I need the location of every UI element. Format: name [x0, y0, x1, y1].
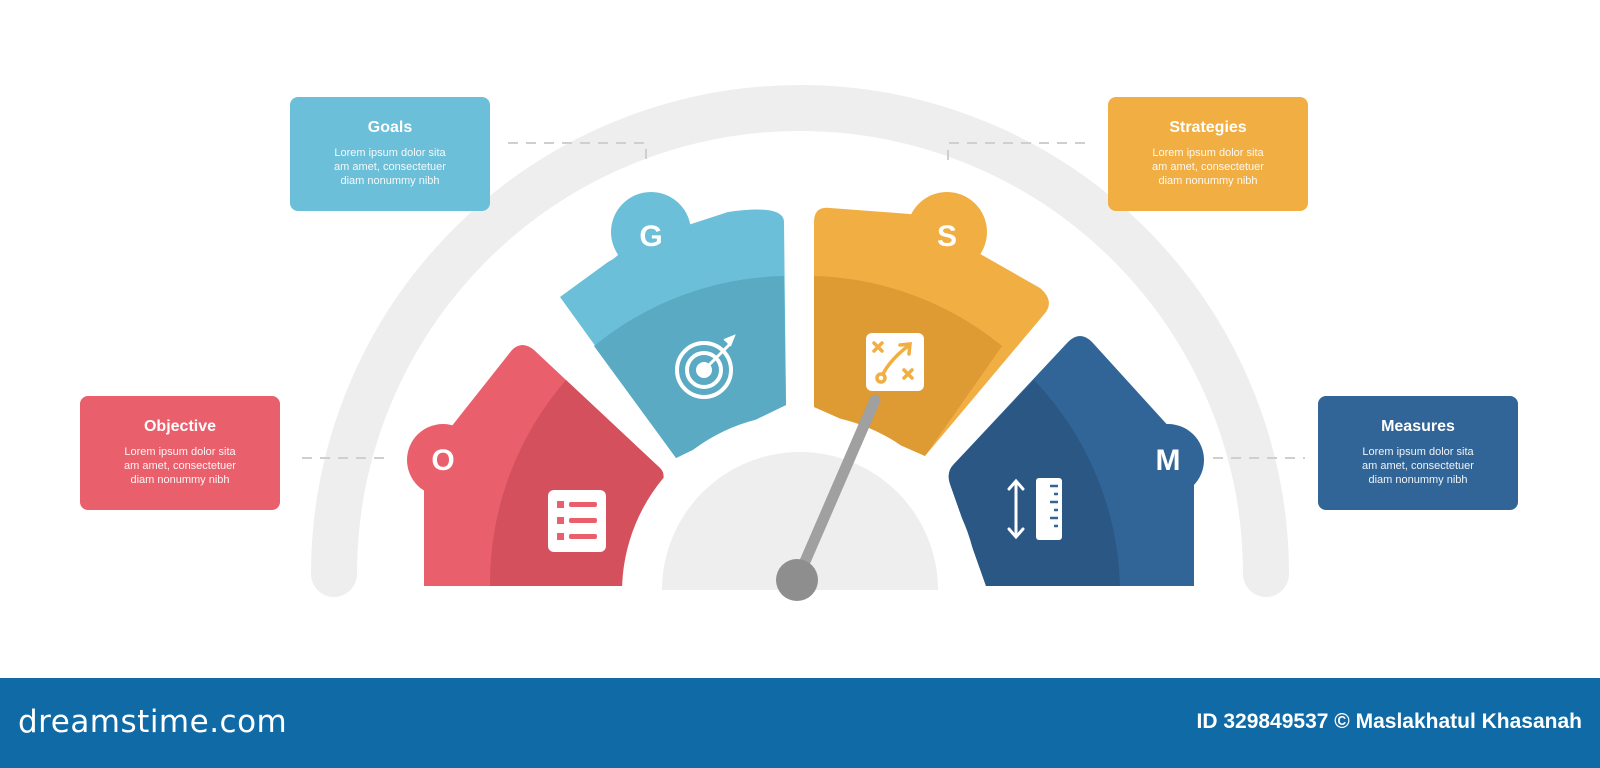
footer-bar: dreamstime.com ID 329849537 © Maslakhatu… — [0, 678, 1600, 768]
ogsm-gauge-diagram: O G S M — [80, 85, 1518, 601]
gauge-outer-arc — [311, 85, 1289, 597]
letter-goals: G — [639, 220, 662, 253]
measures-card-title: Measures — [1381, 418, 1455, 435]
segment-objective-inner-band — [489, 380, 664, 586]
objective-card-body: Lorem ipsum dolor sita am amet, consecte… — [124, 446, 236, 486]
strategies-card-body: Lorem ipsum dolor sita am amet, consecte… — [1152, 147, 1264, 187]
segment-goals-badge — [611, 192, 691, 272]
measures-card: Measures Lorem ipsum dolor sita am amet,… — [1318, 396, 1518, 510]
segment-goals — [560, 192, 786, 458]
footer-brand-logo[interactable]: dreamstime.com — [18, 704, 288, 740]
strategies-card-title: Strategies — [1169, 119, 1247, 136]
segment-measures-badge — [1132, 424, 1204, 496]
goals-card-body: Lorem ipsum dolor sita am amet, consecte… — [334, 147, 446, 187]
segment-objective-badge — [407, 424, 479, 496]
gauge-needle-pivot — [776, 559, 818, 601]
ruler-icon — [1007, 478, 1062, 540]
segment-measures — [948, 336, 1204, 586]
strategy-board-icon — [866, 333, 924, 391]
strategies-connector-line — [947, 142, 1085, 165]
gauge-hub-inner — [662, 452, 938, 590]
objective-card-title: Objective — [143, 418, 217, 435]
segment-measures-inner-band — [948, 380, 1120, 586]
gauge-graphic: O G S M — [302, 85, 1305, 601]
measures-card-body: Lorem ipsum dolor sita am amet, consecte… — [1362, 446, 1474, 486]
gauge-needle — [791, 394, 881, 586]
letter-objective: O — [431, 444, 454, 477]
letter-strategies: S — [937, 220, 957, 253]
connector-lines — [302, 142, 1305, 459]
objective-card: Objective Lorem ipsum dolor sita am amet… — [80, 396, 280, 510]
goals-connector-line — [508, 142, 647, 165]
list-icon — [548, 490, 606, 552]
strategies-card: Strategies Lorem ipsum dolor sita am ame… — [1108, 97, 1308, 211]
goals-card-title: Goals — [367, 119, 413, 136]
segment-goals-inner-band — [594, 276, 786, 458]
segment-strategies — [814, 192, 1049, 456]
target-icon — [675, 334, 736, 399]
footer-credit: ID 329849537 © Maslakhatul Khasanah — [1196, 710, 1583, 733]
letter-measures: M — [1156, 444, 1181, 477]
segment-strategies-badge — [907, 192, 987, 272]
goals-card: Goals Lorem ipsum dolor sita am amet, co… — [290, 97, 490, 211]
